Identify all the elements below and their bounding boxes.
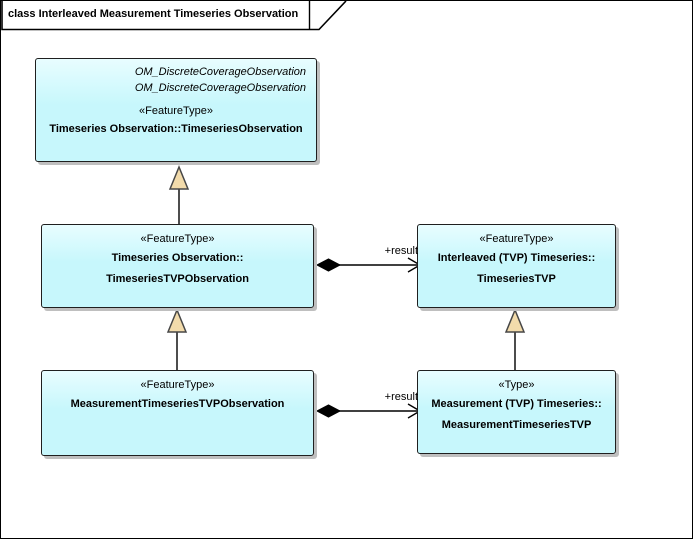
class-stereotype: «FeatureType» <box>140 233 215 245</box>
class-box-measurement-timeseries-tvp[interactable]: «Type» Measurement (TVP) Timeseries:: Me… <box>417 370 616 454</box>
class-stereotype: «FeatureType» <box>139 105 213 117</box>
generalization-connector-measurementtvp-to-timeseriestvp[interactable] <box>504 308 526 370</box>
class-name: MeasurementTimeseriesTVP <box>441 419 592 431</box>
class-box-measurement-timeseries-tvp-observation[interactable]: «FeatureType» MeasurementTimeseriesTVPOb… <box>41 370 314 456</box>
generalization-triangle-icon <box>504 308 526 333</box>
class-name: TimeseriesTVP <box>477 273 556 285</box>
class-stereotype: «FeatureType» <box>140 379 215 391</box>
class-stereotype: «FeatureType» <box>479 233 554 245</box>
composition-diamond-icon <box>315 258 342 272</box>
class-annotation: OM_DiscreteCoverageObservation <box>134 66 306 78</box>
class-name: Timeseries Observation:: <box>111 252 244 264</box>
class-box-timeseries-observation[interactable]: OM_DiscreteCoverageObservation OM_Discre… <box>35 58 317 162</box>
composition-connector-result-bottom[interactable] <box>315 403 422 419</box>
class-name: TimeseriesTVPObservation <box>106 273 249 285</box>
generalization-connector-tvpobservation-to-observation[interactable] <box>168 165 190 224</box>
class-box-timeseries-tvp-observation[interactable]: «FeatureType» Timeseries Observation:: T… <box>41 224 314 308</box>
class-annotation: OM_DiscreteCoverageObservation <box>134 82 306 94</box>
connector-label-result-top[interactable]: +result <box>384 245 418 257</box>
generalization-connector-measurementobs-to-tvpobservation[interactable] <box>166 308 188 370</box>
connector-label-result-bottom[interactable]: +result <box>384 391 418 403</box>
diagram-title: class Interleaved Measurement Timeseries… <box>8 8 299 20</box>
generalization-triangle-icon <box>166 308 188 333</box>
class-name: MeasurementTimeseriesTVPObservation <box>70 398 285 410</box>
class-name: Interleaved (TVP) Timeseries:: <box>437 252 596 264</box>
class-stereotype: «Type» <box>498 379 535 391</box>
spacer <box>36 96 316 103</box>
composition-connector-result-top[interactable] <box>315 257 422 273</box>
class-box-timeseries-tvp[interactable]: «FeatureType» Interleaved (TVP) Timeseri… <box>417 224 616 308</box>
class-name: Measurement (TVP) Timeseries:: <box>431 398 602 410</box>
class-name: Timeseries Observation::TimeseriesObserv… <box>49 123 303 135</box>
generalization-triangle-icon <box>168 165 190 190</box>
diagram-frame-tab <box>1 1 347 31</box>
composition-diamond-icon <box>315 404 342 418</box>
